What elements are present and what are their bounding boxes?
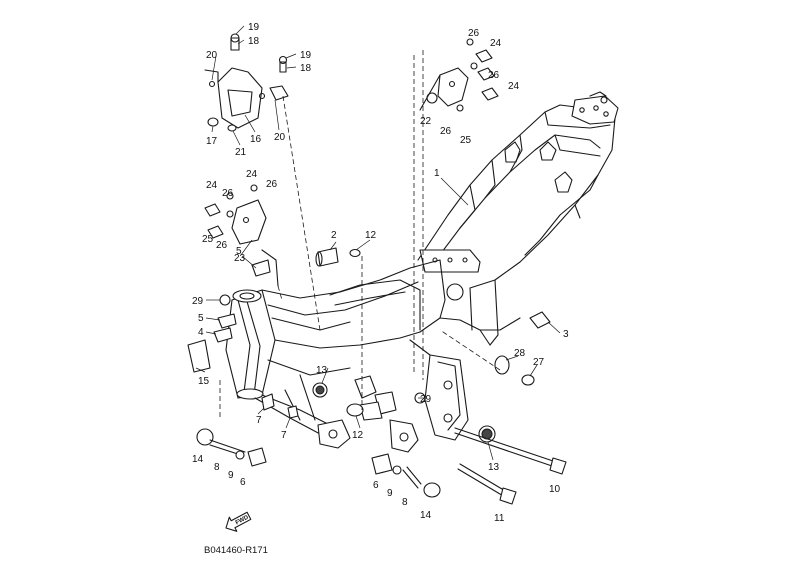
callout-13: 13: [316, 365, 328, 376]
callout-5: 5: [198, 313, 204, 324]
callout-2: 2: [331, 230, 337, 241]
callout-14: 14: [420, 510, 432, 521]
callout-26: 26: [440, 126, 452, 137]
callout-21: 21: [235, 147, 247, 158]
callout-6: 6: [373, 480, 379, 491]
callout-28: 28: [514, 348, 526, 359]
callout-11: 11: [494, 513, 505, 524]
callout-3: 3: [563, 329, 569, 340]
callout-19: 19: [248, 22, 260, 33]
callout-7: 7: [281, 430, 287, 441]
loose-parts: [187, 247, 567, 505]
callout-26: 26: [222, 188, 234, 199]
callout-29: 29: [420, 394, 432, 405]
callout-20: 20: [206, 50, 218, 61]
callout-20: 20: [274, 132, 286, 143]
callout-labels: 19 18 20 19 18 20 17 16 21 26 24 26 24 2…: [192, 22, 569, 524]
callout-9: 9: [228, 470, 234, 481]
callout-24: 24: [206, 180, 218, 191]
upper-mount-bracket: [419, 38, 499, 112]
callout-29: 29: [192, 296, 204, 307]
callout-18: 18: [248, 36, 260, 47]
callout-10: 10: [549, 484, 561, 495]
callout-4: 4: [198, 327, 204, 338]
callout-5: 5: [236, 246, 242, 257]
alignment-lines: [219, 50, 501, 420]
callout-9: 9: [387, 488, 393, 499]
callout-13: 13: [488, 462, 500, 473]
forward-arrow-icon: FWD: [225, 511, 252, 532]
callout-1: 1: [434, 168, 440, 179]
callout-24: 24: [246, 169, 258, 180]
callout-24: 24: [490, 38, 502, 49]
callout-26: 26: [488, 70, 500, 81]
callout-25: 25: [202, 234, 214, 245]
headlight-bracket-assembly: [204, 33, 289, 132]
callout-24: 24: [508, 81, 520, 92]
callout-23: 23: [234, 253, 246, 264]
callout-27: 27: [533, 357, 545, 368]
callout-7: 7: [256, 415, 262, 426]
callout-12: 12: [365, 230, 377, 241]
callout-8: 8: [402, 497, 408, 508]
callout-25: 25: [460, 135, 472, 146]
callout-15: 15: [198, 376, 210, 387]
diagram-reference-code: B041460-R171: [204, 545, 268, 556]
side-mount-bracket: [204, 184, 279, 287]
callout-22: 22: [420, 116, 432, 127]
callout-19: 19: [300, 50, 312, 61]
callout-26: 26: [216, 240, 228, 251]
callout-12: 12: [352, 430, 364, 441]
callout-17: 17: [206, 136, 218, 147]
callout-14: 14: [192, 454, 204, 465]
callout-8: 8: [214, 462, 220, 473]
callout-6: 6: [240, 477, 246, 488]
callout-26: 26: [468, 28, 480, 39]
callout-18: 18: [300, 63, 312, 74]
callout-26: 26: [266, 179, 278, 190]
callout-16: 16: [250, 134, 262, 145]
leader-lines: [195, 25, 561, 461]
main-frame: [225, 91, 619, 453]
